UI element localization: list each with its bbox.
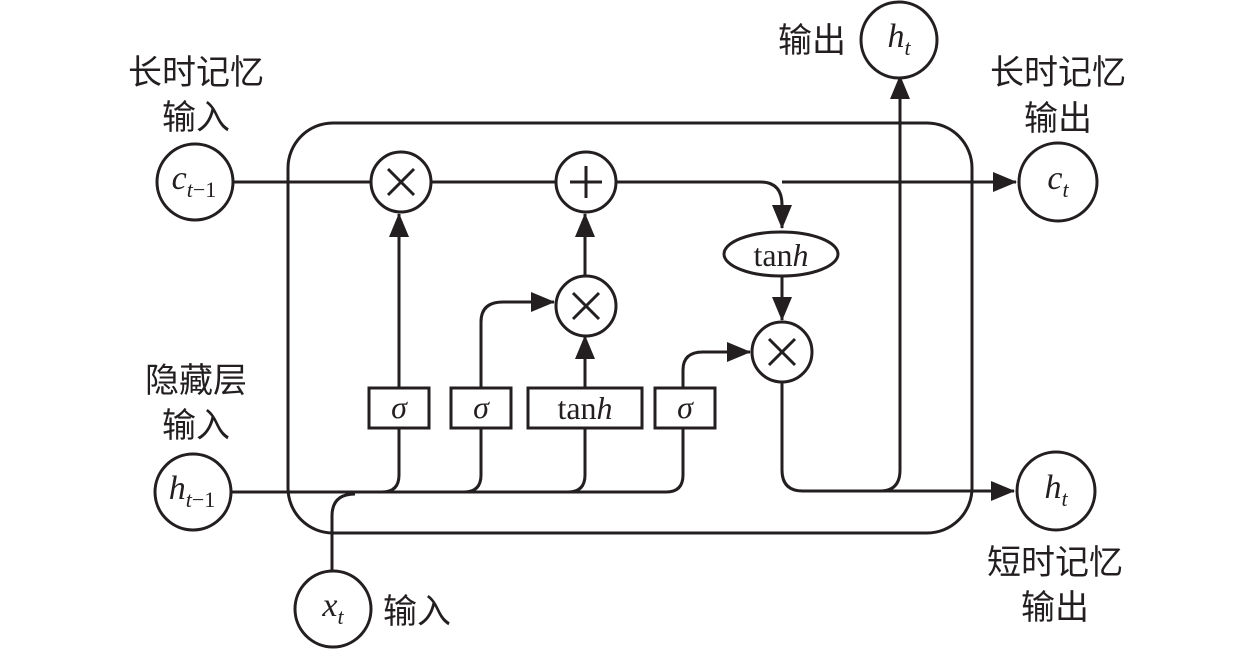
x-t-var: x <box>321 587 337 624</box>
h-t-top-sub: t <box>904 35 911 60</box>
cell-boundary <box>286 121 974 535</box>
input-gate-box: σ <box>449 386 513 430</box>
h-prev-node: ht−1 <box>153 452 233 532</box>
c-prev-var: c <box>172 160 187 197</box>
c-t-node: ct <box>1017 141 1099 223</box>
svg-text:ct: ct <box>1047 160 1069 202</box>
long-memory-input-label-line2: 输入 <box>162 98 230 138</box>
cell-add-node <box>554 150 618 214</box>
tanh-ellipse: tanh <box>722 230 840 278</box>
tanh-gate-fn: tan <box>557 390 596 426</box>
svg-text:ht: ht <box>887 18 911 60</box>
h-prev-sub-suffix: −1 <box>192 487 215 512</box>
svg-text:xt: xt <box>321 587 344 629</box>
h-t-right-var: h <box>1044 469 1061 506</box>
c-prev-sub: t <box>187 177 194 202</box>
output-top-label: 输出 <box>778 21 846 61</box>
short-memory-output-label-line1: 短时记忆 <box>987 543 1123 583</box>
forget-gate-label: σ <box>391 389 408 425</box>
output-gate-label: σ <box>677 389 694 425</box>
h-t-right-sub: t <box>1061 486 1068 511</box>
x-t-sub: t <box>337 604 344 629</box>
long-memory-input-label-line1: 长时记忆 <box>128 53 264 93</box>
output-multiply-node <box>750 320 814 384</box>
svg-text:tanh: tanh <box>557 390 612 426</box>
output-gate-box: σ <box>653 386 717 430</box>
hidden-input-label-line2: 输入 <box>162 406 230 446</box>
long-memory-output-label-line1: 长时记忆 <box>990 53 1126 93</box>
c-t-sub: t <box>1062 177 1069 202</box>
forget-gate-box: σ <box>367 386 431 430</box>
long-memory-output-label-line2: 输出 <box>1024 99 1092 139</box>
h-t-top-var: h <box>887 18 904 55</box>
c-t-var: c <box>1047 160 1062 197</box>
input-gate-label: σ <box>473 389 490 425</box>
h-t-top-node: ht <box>859 0 939 80</box>
svg-text:ht: ht <box>1044 469 1068 511</box>
svg-text:tanh: tanh <box>753 237 808 273</box>
c-prev-sub-suffix: −1 <box>193 177 216 202</box>
h-prev-sub: t <box>186 487 193 512</box>
short-memory-output-label-line2: 输出 <box>1021 588 1089 628</box>
tanh-ellipse-var: h <box>793 237 809 273</box>
connections <box>231 75 1017 572</box>
h-t-right-node: ht <box>1015 450 1097 532</box>
svg-text:ht−1: ht−1 <box>169 470 216 512</box>
tanh-gate-var: h <box>597 390 613 426</box>
input-multiply-node <box>554 274 618 338</box>
tanh-gate-box: tanh <box>526 386 644 430</box>
h-prev-var: h <box>169 470 186 507</box>
hidden-input-label-line1: 隐藏层 <box>145 361 247 401</box>
x-input-label: 输入 <box>383 592 451 632</box>
c-prev-node: ct−1 <box>155 142 235 222</box>
svg-text:ct−1: ct−1 <box>172 160 217 202</box>
tanh-ellipse-fn: tan <box>753 237 792 273</box>
x-t-node: xt <box>293 569 373 649</box>
forget-multiply-node <box>369 150 433 214</box>
